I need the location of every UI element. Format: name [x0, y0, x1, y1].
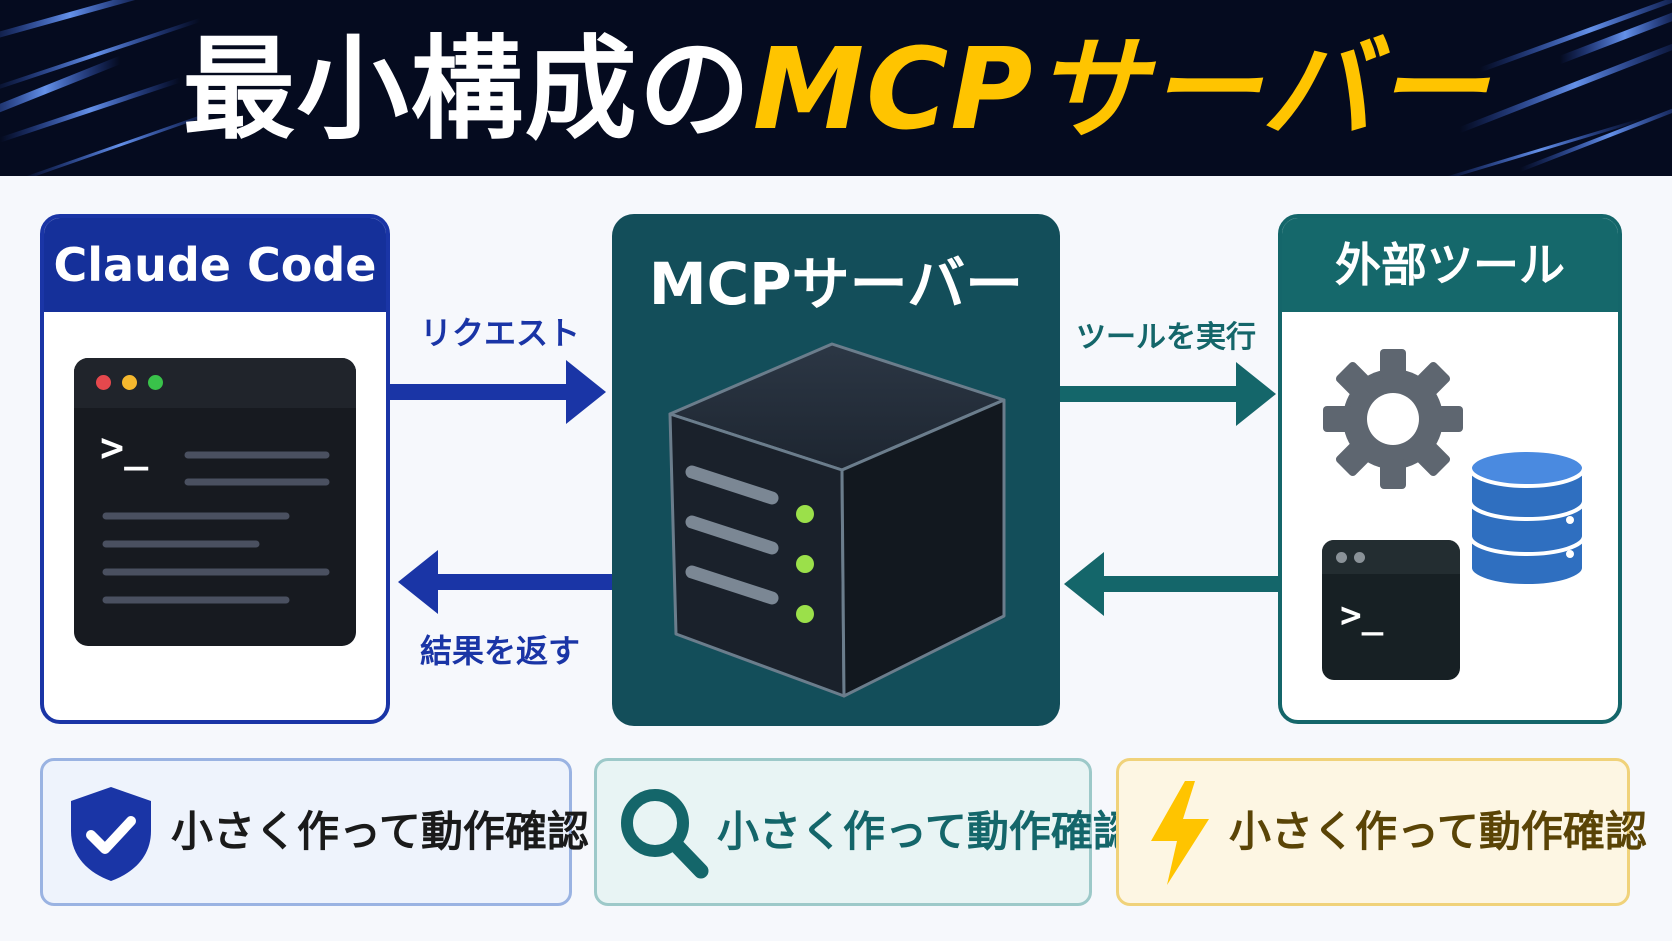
tip-text-2: 小さく作って動作確認	[717, 807, 1135, 856]
execute-label: ツールを実行	[1076, 320, 1256, 355]
result-arrow-icon	[398, 550, 614, 614]
mcp-server-panel: MCPサーバー	[612, 214, 1060, 726]
tip-card-shield: 小さく作って動作確認	[40, 758, 589, 906]
execute-arrow-icon	[1060, 362, 1276, 426]
header-banner: 最小構成のMCPサーバー	[0, 0, 1672, 176]
return-arrow-icon	[1064, 552, 1280, 616]
terminal-text-lines	[102, 451, 330, 604]
lightning-icon	[1151, 781, 1209, 885]
request-arrow-icon	[390, 360, 606, 424]
minimize-dot-icon	[122, 375, 137, 390]
result-label: 結果を返す	[419, 632, 580, 670]
tip-card-search: 小さく作って動作確認	[594, 758, 1135, 906]
page-title: 最小構成のMCPサーバー	[0, 20, 1672, 160]
gear-icon	[1323, 349, 1463, 489]
tool-terminal-titlebar	[1322, 540, 1460, 574]
tip-card-lightning: 小さく作って動作確認	[1116, 758, 1647, 906]
tip-text-1: 小さく作って動作確認	[171, 807, 589, 856]
external-tools-header: 外部ツール	[1282, 218, 1618, 312]
shield-check-icon	[71, 787, 151, 881]
terminal-window: >_	[74, 358, 356, 646]
database-icon	[1468, 448, 1586, 590]
window-dot-icon	[1354, 552, 1365, 563]
mcp-server-title: MCPサーバー	[648, 250, 1024, 318]
claude-code-header: Claude Code	[44, 218, 386, 312]
title-part-yellow: MCPサーバー	[752, 25, 1490, 155]
request-label: リクエスト	[419, 314, 580, 352]
tool-terminal-prompt: >_	[1340, 595, 1384, 636]
magnifier-icon	[621, 789, 709, 879]
external-tools-panel: 外部ツール	[1278, 214, 1622, 724]
close-dot-icon	[96, 375, 111, 390]
claude-code-panel: Claude Code >_	[40, 214, 390, 724]
maximize-dot-icon	[148, 375, 163, 390]
tip-text-3: 小さく作って動作確認	[1229, 807, 1647, 856]
window-dot-icon	[1336, 552, 1347, 563]
title-part-white: 最小構成の	[182, 25, 753, 155]
light-streaks	[0, 0, 1672, 176]
terminal-prompt: >_	[100, 425, 149, 471]
tool-terminal-window: >_	[1322, 540, 1460, 680]
server-cube-icon	[668, 342, 1006, 698]
terminal-titlebar	[74, 358, 356, 408]
